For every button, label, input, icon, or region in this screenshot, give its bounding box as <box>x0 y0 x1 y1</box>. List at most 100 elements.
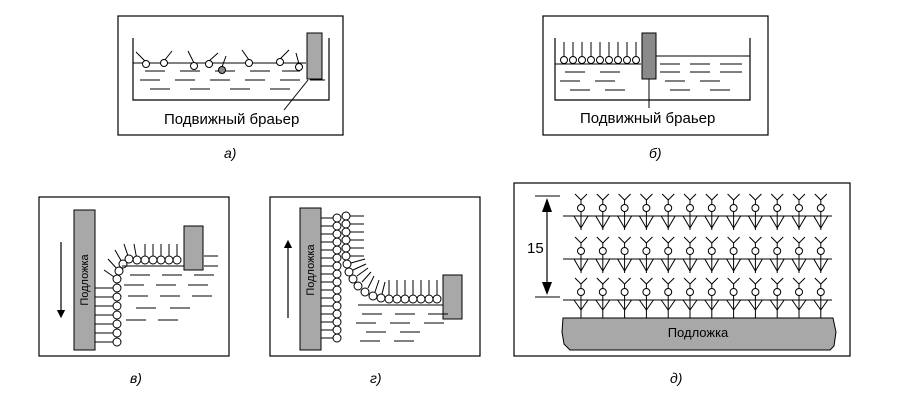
substrate-g <box>299 207 322 351</box>
molecule-tail-lower <box>813 258 822 272</box>
molecule-tail <box>689 236 697 244</box>
molecule-tail <box>820 277 828 285</box>
substrate-v <box>73 209 96 351</box>
molecule-tail <box>776 236 784 244</box>
panel-d: 15 Подложка д) <box>513 182 851 386</box>
molecule-head <box>795 288 803 296</box>
molecule-head <box>598 288 607 296</box>
multilayer-stack <box>563 193 832 318</box>
molecule-tail <box>814 236 822 244</box>
movable-barrier-a <box>306 32 323 80</box>
molecule-tail-lower <box>682 215 691 229</box>
molecule-tail <box>580 193 588 201</box>
molecule-tail-lower <box>682 258 691 272</box>
molecule-tail-lower <box>820 215 829 229</box>
barrier-pointer-a <box>283 79 309 111</box>
molecule-tail <box>596 277 604 285</box>
caption-a: а) <box>224 145 236 161</box>
molecule-tail-lower <box>689 258 698 272</box>
molecule-tail-lower <box>769 299 778 311</box>
molecule-tail-lower <box>791 215 800 229</box>
molecule-tail-lower <box>580 258 589 272</box>
molecule-tail <box>580 236 588 244</box>
molecule-tail <box>770 236 778 244</box>
molecule-head <box>751 247 760 255</box>
molecule-tail-lower <box>602 215 611 229</box>
molecule-tail <box>770 193 778 201</box>
molecule-tail <box>602 236 610 244</box>
molecule-tail <box>618 193 625 201</box>
molecule-head <box>795 247 803 255</box>
molecule-tail <box>640 236 647 244</box>
molecule-tail-lower <box>638 215 647 229</box>
molecule-tail <box>792 277 800 285</box>
molecule-tail-lower <box>813 215 822 229</box>
surfactant-molecules-a <box>135 49 303 74</box>
molecule-tail <box>602 277 610 285</box>
molecule-tail <box>770 277 778 285</box>
molecule-tail-lower <box>645 258 654 272</box>
molecule-tail-lower <box>580 215 589 229</box>
molecule-head <box>686 247 694 255</box>
molecule-tail <box>580 277 588 285</box>
molecule-head <box>773 288 782 296</box>
molecule-tail-lower <box>747 299 756 311</box>
water-dashes-g <box>356 304 448 342</box>
molecule-head <box>773 247 782 255</box>
molecule-tail <box>624 277 631 285</box>
molecule-tail-lower <box>791 258 800 272</box>
molecule-tail-lower <box>595 258 604 272</box>
molecule-tail-lower <box>747 215 756 229</box>
molecule-head <box>816 288 825 296</box>
substrate-label-g: Подложка <box>305 243 317 295</box>
surface-molecules-g <box>384 280 442 304</box>
molecule-tail <box>755 193 762 201</box>
molecule-head <box>642 204 651 212</box>
molecule-tail <box>667 193 675 201</box>
molecule-head <box>686 288 694 296</box>
molecule-tail-lower <box>711 258 720 272</box>
molecule-tail <box>798 193 806 201</box>
molecule-head <box>751 204 760 212</box>
movable-barrier-b <box>641 32 657 80</box>
molecule-tail <box>776 193 784 201</box>
molecule-tail-lower <box>689 299 698 311</box>
molecule-head <box>816 247 825 255</box>
molecule-head <box>729 247 738 255</box>
molecule-tail-lower <box>776 215 785 229</box>
molecule-tail-lower <box>820 299 829 311</box>
molecule-tail <box>683 277 691 285</box>
molecule-tail-lower <box>624 258 633 272</box>
molecule-tail <box>574 277 582 285</box>
molecule-tail <box>755 277 762 285</box>
molecule-tail <box>792 193 800 201</box>
molecule-tail <box>640 277 647 285</box>
molecule-tail <box>596 193 604 201</box>
molecule-tail <box>683 236 691 244</box>
molecule-tail-lower <box>602 299 611 311</box>
molecule-tail <box>705 193 713 201</box>
molecule-tail <box>792 236 800 244</box>
molecule-tail-lower <box>798 258 807 272</box>
molecule-head <box>577 204 585 212</box>
molecule-tail <box>711 193 719 201</box>
molecule-head <box>642 288 651 296</box>
water-dashes-b <box>560 63 742 91</box>
molecule-tail-lower <box>638 258 647 272</box>
molecule-tail-lower <box>660 299 669 311</box>
panel-g: Подложка <box>269 196 481 386</box>
substrate-label-v: Подложка <box>79 253 91 305</box>
molecule-tail-lower <box>638 299 647 311</box>
molecule-tail <box>705 277 713 285</box>
molecule-tail-lower <box>820 258 829 272</box>
molecule-tail-lower <box>711 299 720 311</box>
molecule-head <box>707 288 716 296</box>
molecule-head <box>620 204 629 212</box>
molecule-tail <box>646 277 653 285</box>
substrate-d <box>561 317 837 351</box>
molecule-head <box>729 204 738 212</box>
caption-b: б) <box>649 145 662 161</box>
molecule-tail <box>667 236 675 244</box>
molecule-tail <box>618 236 625 244</box>
